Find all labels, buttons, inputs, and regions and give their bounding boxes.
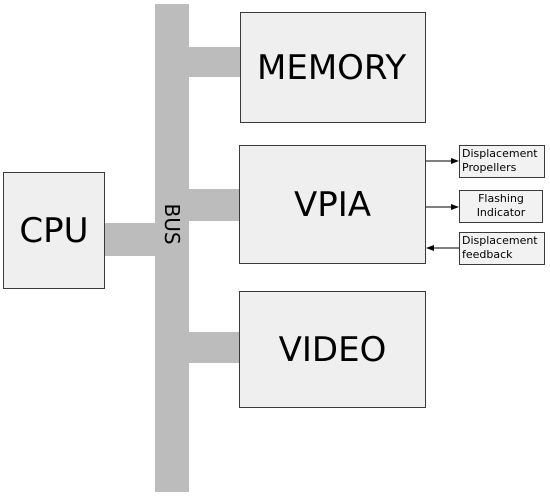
memory-label: MEMORY bbox=[257, 47, 407, 88]
cpu-label: CPU bbox=[19, 210, 89, 251]
video-bus-connector bbox=[188, 332, 240, 363]
displacement-feedback-box: Displacement feedback bbox=[459, 232, 545, 265]
video-block: VIDEO bbox=[239, 291, 426, 408]
indicator-line2: Indicator bbox=[476, 206, 526, 219]
memory-block: MEMORY bbox=[240, 12, 426, 123]
feedback-line2: feedback bbox=[462, 248, 513, 261]
cpu-block: CPU bbox=[3, 172, 105, 289]
cpu-bus-connector bbox=[104, 223, 156, 256]
vpia-bus-connector bbox=[188, 189, 240, 221]
flashing-indicator-box: Flashing Indicator bbox=[459, 190, 543, 223]
displacement-propellers-box: Displacement Propellers bbox=[459, 145, 545, 178]
video-label: VIDEO bbox=[278, 329, 387, 370]
indicator-arrowhead bbox=[451, 204, 459, 210]
propellers-line2: Propellers bbox=[462, 161, 517, 174]
feedback-arrowhead bbox=[426, 245, 434, 251]
memory-bus-connector bbox=[188, 47, 241, 77]
vpia-block: VPIA bbox=[239, 145, 426, 264]
vpia-label: VPIA bbox=[293, 184, 372, 225]
propellers-arrowhead bbox=[451, 158, 459, 164]
feedback-line1: Displacement bbox=[462, 234, 538, 247]
indicator-line1: Flashing bbox=[478, 192, 524, 205]
propellers-line1: Displacement bbox=[462, 147, 538, 160]
bus-bar bbox=[155, 4, 189, 492]
